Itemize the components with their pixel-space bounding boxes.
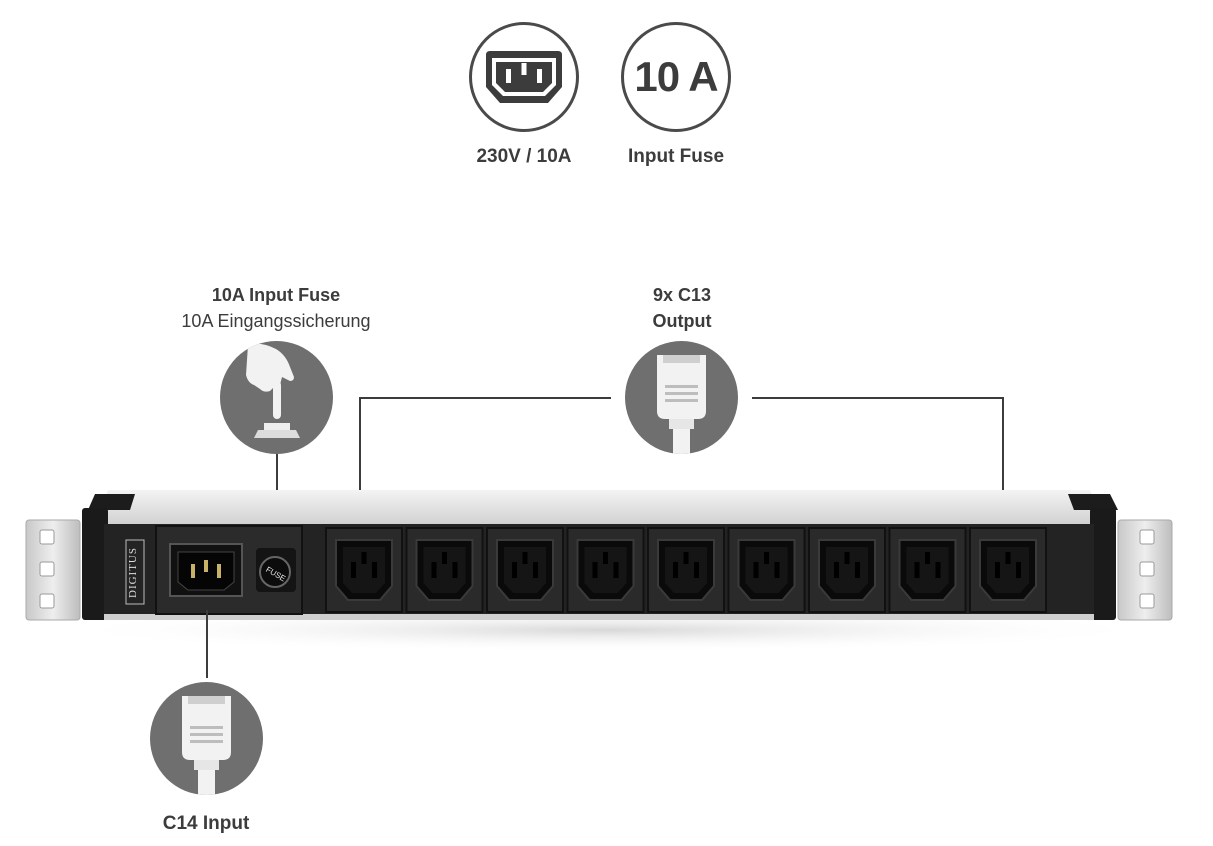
- brand-label: DIGITUS: [127, 547, 139, 598]
- fuse-caption: Input Fuse: [627, 146, 725, 167]
- input-callout-title: C14 Input: [162, 813, 250, 834]
- output-callout-title-line1: 9x C13: [652, 285, 712, 305]
- fuse-rating-icon: 10 A: [634, 53, 718, 100]
- pdu-rack-strip: DIGITUS FUSE: [25, 490, 1173, 652]
- c13-socket-icon: [486, 51, 562, 103]
- c13-outlet[interactable]: [969, 527, 1047, 613]
- output-leader-top-left: [359, 397, 611, 399]
- output-callout-title-line2: Output: [652, 311, 712, 331]
- c13-plug-icon: [657, 355, 706, 454]
- c14-plug-icon: [182, 696, 231, 795]
- c13-socket-badge: [469, 22, 579, 132]
- c13-outlet[interactable]: [486, 527, 564, 613]
- c13-outlet[interactable]: [647, 527, 725, 613]
- output-leader-top-right: [752, 397, 1004, 399]
- fuse-callout-title: 10A Input Fuse: [211, 285, 341, 305]
- input-callout-circle: [150, 682, 263, 795]
- input-leader-line: [206, 610, 208, 678]
- fuse-holder[interactable]: FUSE: [256, 548, 296, 592]
- c13-outlet[interactable]: [566, 527, 645, 613]
- output-leader-right-drop: [1002, 397, 1004, 510]
- connector-caption: 230V / 10A: [476, 146, 572, 167]
- c13-outlet[interactable]: [405, 527, 484, 613]
- c13-outlet[interactable]: [808, 527, 886, 613]
- fuse-callout-subtitle: 10A Eingangssicherung: [181, 311, 371, 331]
- c13-outlet[interactable]: [888, 527, 967, 613]
- c13-outlet[interactable]: [727, 527, 806, 613]
- c14-inlet: [169, 543, 243, 597]
- fuse-rating-badge: 10 A: [621, 22, 731, 132]
- c13-outlet[interactable]: [325, 527, 403, 613]
- output-leader-left-drop: [359, 397, 361, 510]
- finger-press-button-icon: [246, 343, 300, 438]
- fuse-callout-circle: [220, 341, 333, 454]
- output-callout-circle: [625, 341, 738, 454]
